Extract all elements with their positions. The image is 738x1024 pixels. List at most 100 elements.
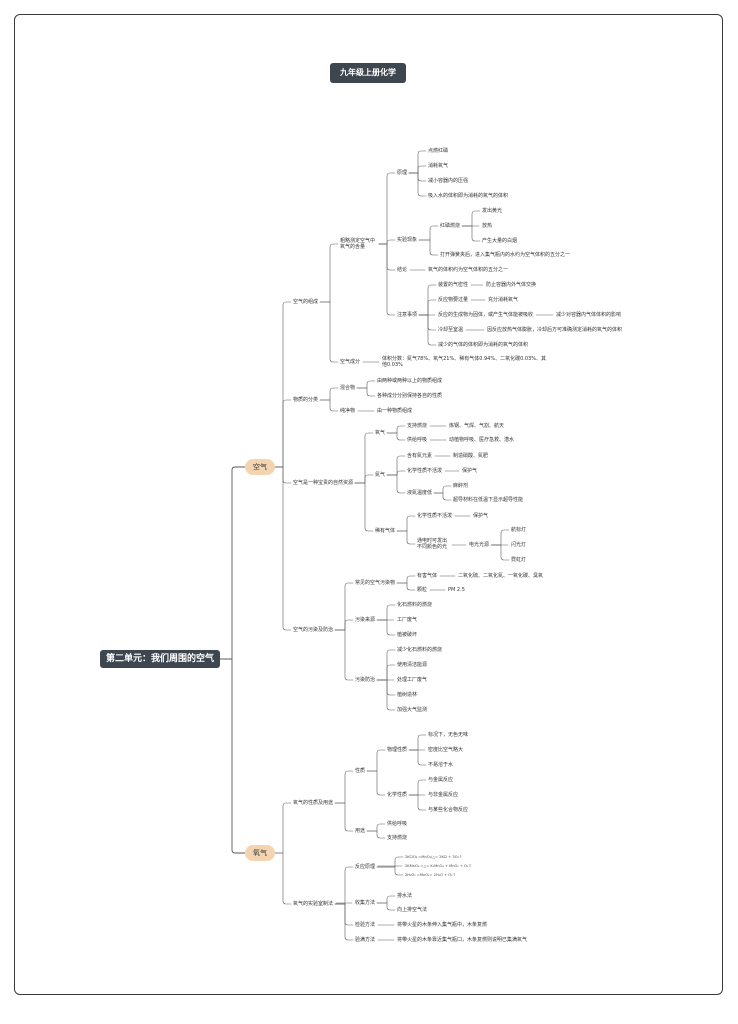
subtopic: 颗粒 xyxy=(417,586,428,593)
detail-topic: 将带火星的木条伸入集气瓶中，木条复燃 xyxy=(397,921,488,928)
connector-line xyxy=(378,172,396,245)
subtopic: 氧气 xyxy=(375,429,386,436)
connector-line xyxy=(418,239,439,256)
subtopic: 污染防治 xyxy=(355,676,376,683)
detail-topic: 与非金属反应 xyxy=(428,791,459,798)
detail-topic: 密度比空气略大 xyxy=(428,746,464,753)
detail-topic: 制造硝酸、氮肥 xyxy=(453,452,489,459)
connector-line xyxy=(418,314,437,331)
detail-topic: 标况下，无色无味 xyxy=(428,731,469,738)
connector-line xyxy=(319,301,339,363)
detail-topic: 与某些化合物反应 xyxy=(428,806,469,813)
subtopic: 冷却至室温 xyxy=(438,326,464,333)
subtopic: 性质 xyxy=(355,767,366,774)
connector-line xyxy=(354,474,374,484)
subtopic: 氮气 xyxy=(375,471,386,478)
detail-topic: 化石燃料的燃烧 xyxy=(397,601,433,608)
detail-topic: 加强大气监测 xyxy=(397,706,428,713)
connector-line xyxy=(408,165,427,174)
subtopic: 反应的生成物为固体，或产生气体能被吸收 xyxy=(438,311,534,318)
subtopic: 用途 xyxy=(355,827,366,834)
connector-line xyxy=(386,474,406,494)
subtopic: 物理性质 xyxy=(387,746,408,753)
connector-line xyxy=(334,582,354,631)
connector-line xyxy=(219,658,246,854)
subtopic: 实验现象 xyxy=(397,236,418,243)
connector-line xyxy=(354,432,374,484)
detail-topic: 霓虹灯 xyxy=(511,556,527,563)
connector-line xyxy=(408,734,427,751)
detail-topic: 吸入水的体积即为消耗的氧气的体积 xyxy=(428,192,509,199)
detail-topic: 消耗氧气 xyxy=(428,162,449,169)
detail-topic: 二氧化硫、二氧化氮、一氧化碳、臭氧 xyxy=(458,572,544,579)
detail-topic: 减少化石燃料的燃烧 xyxy=(397,646,443,653)
detail-topic: 超导材料在低温下显示超导性能 xyxy=(453,496,524,503)
connector-line xyxy=(376,649,396,681)
connector-line xyxy=(376,619,396,636)
detail-topic: 植被破坏 xyxy=(397,631,418,638)
connector-line xyxy=(319,243,339,303)
connector-line xyxy=(396,515,416,532)
detail-topic: 打开弹簧夹后，进入集气瓶内的水约为空气体积的五分之一 xyxy=(440,251,571,258)
subtopic: 空气的组成 xyxy=(293,298,319,305)
detail-topic: 动植物呼吸、医疗急救、潜水 xyxy=(449,436,515,443)
connector-line xyxy=(386,455,406,476)
connector-line xyxy=(334,903,354,926)
main-topic: 氧气 xyxy=(245,845,275,861)
connector-line xyxy=(418,314,437,346)
connector-line xyxy=(408,150,427,174)
detail-topic: 与金属反应 xyxy=(428,776,454,783)
detail-topic: 保护气 xyxy=(473,512,489,519)
detail-topic: 各种成分分别保持各自的性质 xyxy=(377,392,443,399)
detail-topic: PM 2.5 xyxy=(448,586,465,593)
canvas-frame xyxy=(14,14,723,995)
subtopic: 氧气的性质及用途 xyxy=(293,799,334,806)
connector-line xyxy=(408,794,427,811)
connector-line xyxy=(376,664,396,681)
subtopic: 原理 xyxy=(397,169,408,176)
detail-topic: 防止容器内外气体交换 xyxy=(486,281,537,288)
detail-topic: 闪光灯 xyxy=(511,541,527,548)
detail-topic: 保护气 xyxy=(462,467,478,474)
detail-topic: 充分消耗氧气 xyxy=(488,296,519,303)
connector-line xyxy=(461,225,481,242)
subtopic: 空气的污染及防治 xyxy=(293,626,334,633)
subtopic: 混合物 xyxy=(340,384,356,391)
detail-topic: 减少的气体的体积即为消耗的氧气的体积 xyxy=(438,341,529,348)
connector-line xyxy=(274,301,292,468)
formula-topic: 2KMnO₄ =△= K₂MnO₄ + MnO₂ + O₂↑ xyxy=(405,863,472,868)
subtopic: 含有氮元素 xyxy=(407,452,433,459)
detail-topic: 点燃红磷 xyxy=(428,147,449,154)
detail-topic: 使用清洁能源 xyxy=(397,661,428,668)
connector-line xyxy=(418,299,437,316)
central-topic: 第二单元：我们周围的空气 xyxy=(100,650,221,668)
subtopic: 化学性质不活泼 xyxy=(407,467,443,474)
subtopic: 空气是一种宝贵的自然资源 xyxy=(293,479,354,486)
connector-line xyxy=(386,425,406,434)
connector-line xyxy=(408,172,427,197)
subtopic: 物质的分类 xyxy=(293,396,319,403)
subtopic: 化学性质不活泼 xyxy=(417,512,453,519)
connector-line xyxy=(366,823,386,832)
connector-line xyxy=(334,629,354,681)
detail-topic: 排水法 xyxy=(397,892,413,899)
connector-line xyxy=(378,239,396,245)
connector-line xyxy=(274,399,292,468)
connector-line xyxy=(396,530,416,545)
subtopic: 结论 xyxy=(397,266,408,273)
detail-topic: 氧气的体积约为空气体积的五分之一 xyxy=(428,266,509,273)
subtopic: 反应原理 xyxy=(355,863,376,870)
detail-topic: 炼钢、气焊、气割、航天 xyxy=(449,422,505,429)
connector-line xyxy=(396,582,416,591)
connector-line xyxy=(418,284,437,316)
connector-line xyxy=(433,492,452,501)
detail-topic: 不易溶于水 xyxy=(428,761,454,768)
connector-line xyxy=(356,380,376,389)
detail-topic: 麻醉剂 xyxy=(453,482,469,489)
connector-line xyxy=(376,679,396,696)
connector-line xyxy=(274,852,292,905)
subtopic: 常见的空气污染物 xyxy=(355,579,396,586)
connector-line xyxy=(334,619,354,631)
subtopic: 污染来源 xyxy=(355,616,376,623)
